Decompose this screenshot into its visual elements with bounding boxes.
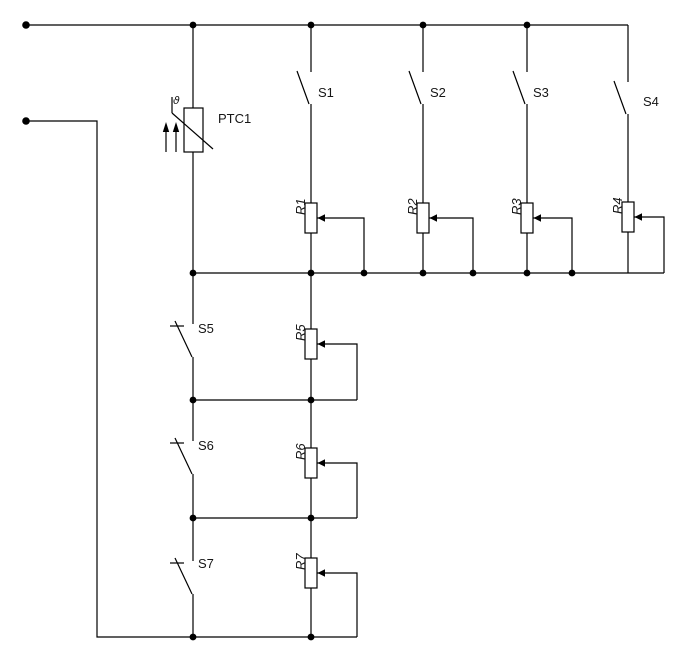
junction-dot bbox=[419, 269, 427, 277]
junction-dot bbox=[189, 269, 197, 277]
junction-dot bbox=[307, 21, 315, 29]
switch-s3[interactable] bbox=[512, 70, 526, 105]
thermistor-theta-symbol: ϑ bbox=[173, 94, 180, 107]
terminal-mid-left[interactable] bbox=[22, 117, 30, 125]
temperature-arrow-heads-icon bbox=[162, 122, 180, 132]
wires bbox=[26, 24, 665, 638]
wire-wiper-r6 bbox=[317, 462, 358, 518]
thermistor-ptc1[interactable] bbox=[165, 97, 214, 153]
switch-s7-label: S7 bbox=[198, 556, 214, 571]
switch-s4[interactable] bbox=[613, 80, 627, 115]
resistor-body bbox=[304, 202, 318, 234]
resistor-r5-label: R5 bbox=[293, 324, 308, 341]
junction-dot bbox=[307, 269, 315, 277]
wiper-arrow-icon bbox=[533, 214, 541, 222]
switch-s5[interactable] bbox=[170, 320, 193, 358]
resistor-r2[interactable] bbox=[416, 202, 430, 234]
resistor-body bbox=[304, 447, 318, 479]
switch-blade bbox=[174, 320, 193, 358]
junction-dot bbox=[360, 269, 368, 277]
resistor-r1[interactable] bbox=[304, 202, 318, 234]
resistor-r6[interactable] bbox=[304, 447, 318, 479]
switch-s5-label: S5 bbox=[198, 321, 214, 336]
junction-dot bbox=[419, 21, 427, 29]
resistor-r7[interactable] bbox=[304, 557, 318, 589]
resistor-r3[interactable] bbox=[520, 202, 534, 234]
wire-wiper-r3 bbox=[533, 217, 573, 273]
resistor-r1-label: R1 bbox=[293, 198, 308, 215]
switch-s1[interactable] bbox=[296, 70, 310, 105]
junction-dot bbox=[469, 269, 477, 277]
resistor-r3-label: R3 bbox=[509, 198, 524, 215]
resistor-body bbox=[304, 557, 318, 589]
wire-left-branch-and-bottom-rail bbox=[26, 120, 357, 638]
switch-blade bbox=[613, 80, 627, 115]
switch-s7[interactable] bbox=[170, 557, 193, 595]
junction-dot bbox=[189, 21, 197, 29]
switch-s2[interactable] bbox=[408, 70, 422, 105]
switch-s1-label: S1 bbox=[318, 85, 334, 100]
wire-wiper-r5 bbox=[317, 343, 358, 400]
resistor-r6-label: R6 bbox=[293, 443, 308, 460]
wire-wiper-r1 bbox=[317, 217, 365, 273]
thermistor-diagonal bbox=[171, 112, 214, 150]
junction-dot bbox=[189, 633, 197, 641]
resistor-body bbox=[621, 201, 635, 233]
wire-wiper-r7 bbox=[317, 572, 358, 637]
junction-dot bbox=[189, 396, 197, 404]
wire-wiper-r4 bbox=[634, 216, 665, 273]
switch-s4-label: S4 bbox=[643, 94, 659, 109]
resistor-r7-label: R7 bbox=[293, 553, 308, 570]
junction-dot bbox=[307, 396, 315, 404]
switch-s2-label: S2 bbox=[430, 85, 446, 100]
switch-blade bbox=[174, 437, 193, 475]
junction-dot bbox=[307, 633, 315, 641]
switch-s3-label: S3 bbox=[533, 85, 549, 100]
switch-s6[interactable] bbox=[170, 437, 193, 475]
switch-s6-label: S6 bbox=[198, 438, 214, 453]
switch-blade bbox=[408, 70, 422, 105]
wiper-arrow-icon bbox=[317, 459, 325, 467]
switch-blade bbox=[174, 557, 193, 595]
wiper-arrow-icon bbox=[317, 214, 325, 222]
resistor-r2-label: R2 bbox=[405, 198, 420, 215]
switch-blade bbox=[296, 70, 310, 105]
terminal-top-left[interactable] bbox=[22, 21, 30, 29]
resistor-body bbox=[304, 328, 318, 360]
junction-dot bbox=[189, 514, 197, 522]
wiper-arrow-icon bbox=[429, 214, 437, 222]
wire-wiper-r2 bbox=[429, 217, 474, 273]
wiper-arrow-icon bbox=[317, 569, 325, 577]
junction-dot bbox=[523, 21, 531, 29]
wiper-arrow-icons bbox=[317, 213, 642, 577]
resistor-body bbox=[416, 202, 430, 234]
switch-blade bbox=[512, 70, 526, 105]
junction-dots bbox=[189, 21, 576, 641]
junction-dot bbox=[568, 269, 576, 277]
junction-dot bbox=[523, 269, 531, 277]
resistor-r4-label: R4 bbox=[610, 197, 625, 214]
resistor-r4[interactable] bbox=[621, 201, 635, 233]
junction-dot bbox=[307, 514, 315, 522]
temperature-arrows-icon bbox=[165, 131, 177, 152]
wiper-arrow-icon bbox=[634, 213, 642, 221]
thermistor-body bbox=[183, 107, 204, 153]
resistor-body bbox=[520, 202, 534, 234]
wiper-arrow-icon bbox=[317, 340, 325, 348]
resistor-r5[interactable] bbox=[304, 328, 318, 360]
thermistor-label: PTC1 bbox=[218, 111, 251, 126]
